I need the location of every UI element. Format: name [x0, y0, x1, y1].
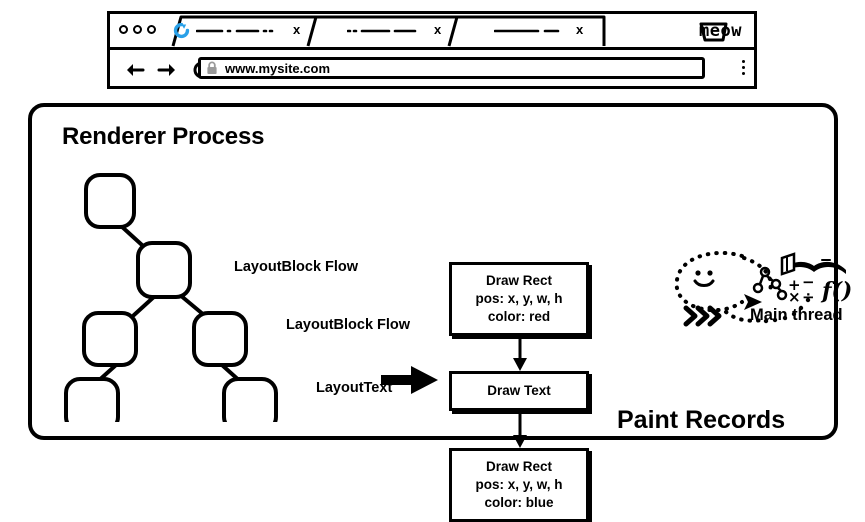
page-title: Renderer Process: [62, 123, 265, 150]
svg-text:+: +: [788, 276, 801, 294]
svg-text:−: −: [802, 273, 815, 291]
math-operators-icon: + − × ÷: [788, 273, 815, 306]
paint-record-line: Draw Rect: [485, 273, 553, 288]
tab-2-close-icon[interactable]: x: [434, 22, 442, 37]
paint-record-line: color: red: [487, 309, 551, 324]
browser-window: x x: [107, 11, 757, 89]
tab-3-close-icon[interactable]: x: [576, 22, 584, 37]
main-thread-label: Main thread: [750, 306, 843, 324]
svg-text:f(): f(): [820, 278, 852, 304]
tab-3-title-squiggle: [494, 27, 560, 35]
tab-strip: x x: [110, 14, 754, 50]
paint-record-line: pos: x, y, w, h: [475, 477, 563, 492]
browser-brand-label: meow: [699, 21, 742, 41]
window-controls: [119, 25, 156, 34]
tab-1-title-squiggle: [196, 27, 274, 35]
browser-toolbar: www.mysite.com: [110, 50, 754, 89]
tab-2-title-squiggle: [347, 27, 417, 35]
tree-label-layoutblock-flow-2: LayoutBlock Flow: [286, 317, 411, 333]
right-arrow-icon: [381, 365, 439, 395]
paint-record-box-draw-rect-red[interactable]: Draw Rect pos: x, y, w, h color: red: [449, 262, 589, 336]
layout-tree-diagram: LayoutBlock Flow LayoutBlock Flow Layout…: [64, 167, 410, 422]
paint-record-line: Draw Rect: [485, 459, 553, 474]
paint-record-box-draw-rect-blue[interactable]: Draw Rect pos: x, y, w, h color: blue: [449, 448, 589, 522]
paint-record-line: Draw Text: [487, 383, 551, 398]
function-icon: f(): [820, 278, 852, 304]
window-control-close[interactable]: [119, 25, 128, 34]
window-control-maximize[interactable]: [147, 25, 156, 34]
lock-icon: [205, 61, 219, 75]
paint-record-line: pos: x, y, w, h: [475, 291, 563, 306]
window-control-minimize[interactable]: [133, 25, 142, 34]
forward-arrow-icon[interactable]: [156, 59, 178, 81]
back-arrow-icon[interactable]: [124, 59, 146, 81]
address-bar-text[interactable]: www.mysite.com: [225, 60, 330, 76]
tree-label-layoutblock-flow-1: LayoutBlock Flow: [234, 259, 359, 275]
menu-dot-1: [742, 60, 745, 63]
paint-records-title: Paint Records: [617, 406, 786, 434]
paint-record-box-draw-text[interactable]: Draw Text: [449, 371, 589, 411]
menu-dot-3: [742, 72, 745, 75]
svg-text:÷: ÷: [802, 288, 815, 306]
paint-record-connector-1: [509, 336, 531, 372]
address-bar[interactable]: www.mysite.com: [198, 57, 705, 79]
node-tree-icon: [752, 266, 788, 301]
kebab-menu-icon[interactable]: [742, 60, 745, 75]
menu-dot-2: [742, 66, 745, 69]
svg-text:×: ×: [788, 288, 801, 306]
new-tab-icon[interactable]: [699, 22, 729, 42]
renderer-process-panel: Renderer Process: [28, 103, 852, 522]
paint-record-line: color: blue: [484, 495, 554, 510]
paint-record-connector-2: [509, 411, 531, 449]
book-icon: [780, 252, 846, 276]
tab-1-close-icon[interactable]: x: [293, 22, 301, 37]
main-thread-character-doodle: + − × ÷ f(): [670, 250, 865, 330]
tab-1-loading-spinner-icon: [173, 22, 190, 39]
smiley-face-icon: [693, 270, 715, 287]
tree-label-layouttext: LayoutText: [316, 380, 393, 396]
